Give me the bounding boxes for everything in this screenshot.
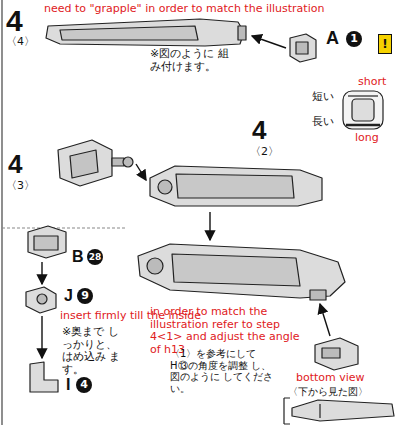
part-number: 1 — [346, 31, 362, 47]
orientation-label: 短い — [312, 91, 334, 104]
part-number: 28 — [87, 249, 103, 265]
translation-note: need to "grapple" in order to match the … — [44, 3, 344, 16]
translation-note: short — [358, 76, 386, 89]
warning-icon: ! — [378, 34, 392, 54]
part-number: 9 — [77, 288, 93, 304]
part-letter: I — [66, 376, 70, 394]
assembly-note: ※奥まで しっかりと、 はめ込み ます。 — [62, 326, 122, 377]
translation-note: long — [355, 132, 379, 145]
assembly-note: ※図のように 組み付けます。 — [150, 48, 235, 73]
part-letter: B — [72, 248, 84, 266]
step-number: 4 — [252, 116, 266, 146]
sub-step: 〈3〉 — [6, 180, 35, 193]
part-letter: J — [64, 287, 73, 305]
part-letter: A — [326, 28, 339, 49]
step-number: 4 — [8, 150, 22, 180]
assembly-note: 〈1〉を参考にして H⑬の角度を調整 し、図のように してください。 — [170, 348, 275, 394]
view-label: 〈下から見た図〉 — [288, 386, 368, 398]
sub-step: 〈2〉 — [250, 146, 279, 159]
orientation-label: 長い — [312, 116, 334, 129]
translation-note: bottom view — [296, 372, 365, 385]
part-number: 4 — [76, 377, 92, 393]
sub-step: 〈4〉 — [6, 36, 35, 49]
step-number: 4 — [6, 4, 23, 39]
